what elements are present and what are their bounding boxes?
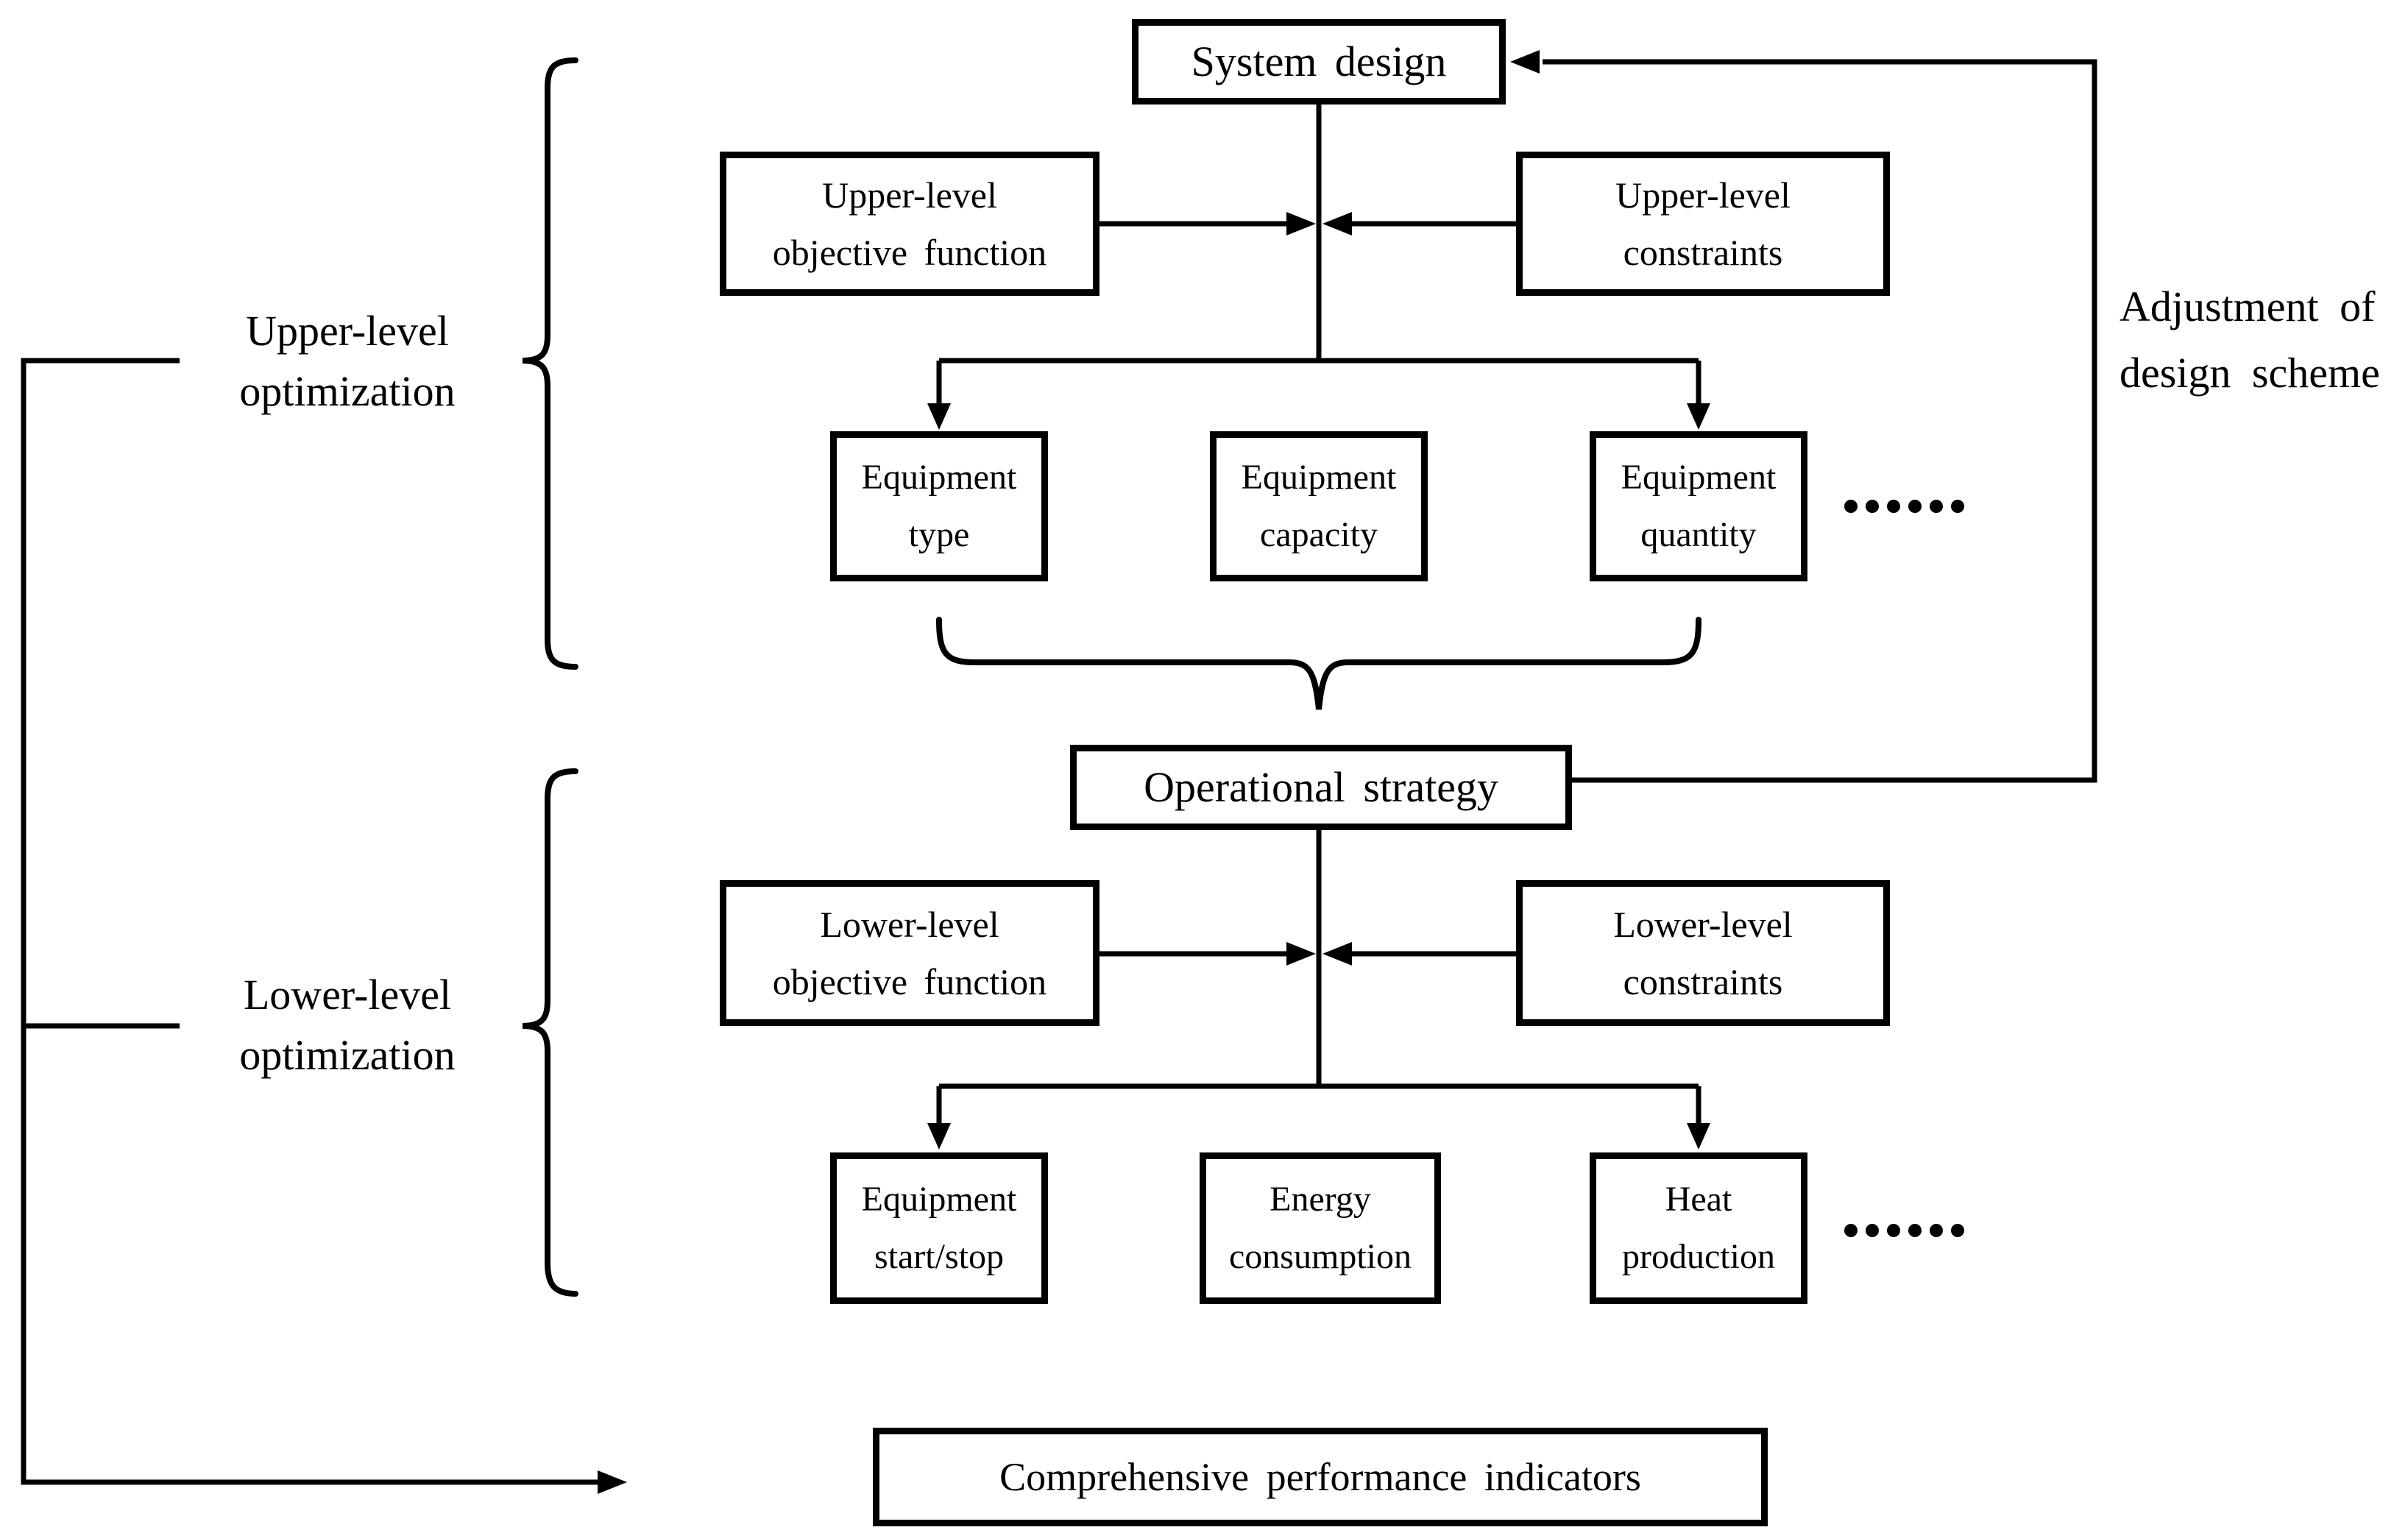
upper-branch-right-arrowhead: [1687, 403, 1710, 430]
upper-objective-box: Upper-level objective function: [720, 152, 1099, 296]
dot: [1908, 500, 1922, 513]
dot: [1908, 1224, 1922, 1237]
upper-constraints-arrowhead: [1322, 212, 1352, 235]
dot: [1887, 1224, 1900, 1237]
comprehensive-indicators-box: Comprehensive performance indicators: [873, 1428, 1768, 1526]
upper-ellipsis-dots-icon: [1844, 500, 1964, 513]
dot: [1930, 500, 1943, 513]
left-rail-line: [21, 358, 599, 1485]
upper-branch-left-arrowhead: [927, 403, 951, 430]
dot: [1844, 1224, 1858, 1237]
dot: [1951, 500, 1964, 513]
upper-objective-arrowhead: [1286, 212, 1316, 235]
lower-section-brace: [522, 768, 578, 1297]
left-rail-arrowhead: [598, 1470, 627, 1494]
dot: [1887, 500, 1900, 513]
lower-branch-left-arrowhead: [927, 1123, 951, 1150]
equipment-quantity-box: Equipment quantity: [1590, 431, 1807, 581]
dot: [1951, 1224, 1964, 1237]
lower-constraints-arrowhead: [1322, 942, 1352, 966]
dot: [1866, 1224, 1879, 1237]
equipment-capacity-box: Equipment capacity: [1210, 431, 1428, 581]
upper-section-brace: [522, 57, 578, 670]
dot: [1930, 1224, 1943, 1237]
feedback-loop-line: [1543, 59, 2097, 783]
lower-section-label: Lower-level optimization: [239, 971, 456, 1079]
lower-objective-box: Lower-level objective function: [720, 880, 1099, 1026]
heat-production-box: Heat production: [1590, 1152, 1807, 1304]
lower-branch-right-arrowhead: [1687, 1123, 1710, 1150]
energy-consumption-box: Energy consumption: [1200, 1152, 1441, 1304]
gather-brace: [936, 617, 1701, 710]
lower-constraints-box: Lower-level constraints: [1516, 880, 1890, 1026]
equipment-type-box: Equipment type: [830, 431, 1048, 581]
system-design-box: System design: [1132, 19, 1506, 105]
upper-section-label: Upper-level optimization: [239, 307, 456, 415]
dot: [1844, 500, 1858, 513]
lower-ellipsis-dots-icon: [1844, 1224, 1964, 1237]
feedback-arrowhead: [1510, 50, 1540, 74]
dot: [1866, 500, 1879, 513]
operational-strategy-box: Operational strategy: [1070, 745, 1572, 830]
feedback-label: Adjustment of design scheme: [2120, 283, 2380, 397]
upper-constraints-box: Upper-level constraints: [1516, 152, 1890, 296]
equipment-startstop-box: Equipment start/stop: [830, 1152, 1048, 1304]
lower-objective-arrowhead: [1286, 942, 1316, 966]
